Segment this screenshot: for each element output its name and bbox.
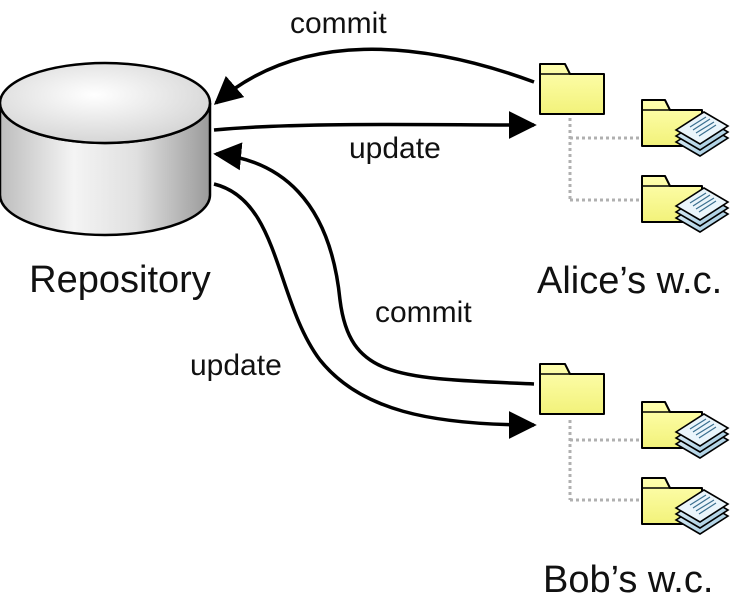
alice-working-copy-label: Alice’s w.c. <box>537 260 722 302</box>
bob-commit-arrow <box>213 142 535 386</box>
alice-working-copy <box>539 63 729 233</box>
alice-commit-label: commit <box>290 7 387 40</box>
folder-with-documents-icon <box>641 175 729 233</box>
bob-update-label: update <box>190 349 282 382</box>
folder-with-documents-icon <box>641 99 729 157</box>
bob-working-copy-label: Bob’s w.c. <box>543 559 713 600</box>
bob-working-copy <box>539 363 729 535</box>
folder-with-documents-icon <box>641 401 729 459</box>
folder-icon <box>539 63 605 115</box>
folder-with-documents-icon <box>641 477 729 535</box>
alice-update-label: update <box>349 132 441 165</box>
bob-update-arrow <box>213 182 537 439</box>
alice-commit-arrow <box>213 47 535 105</box>
alice-update-arrow <box>213 110 537 139</box>
repository-label: Repository <box>29 259 211 301</box>
folder-icon <box>539 363 605 415</box>
bob-commit-label: commit <box>375 296 472 329</box>
database-cylinder-icon <box>0 61 212 237</box>
